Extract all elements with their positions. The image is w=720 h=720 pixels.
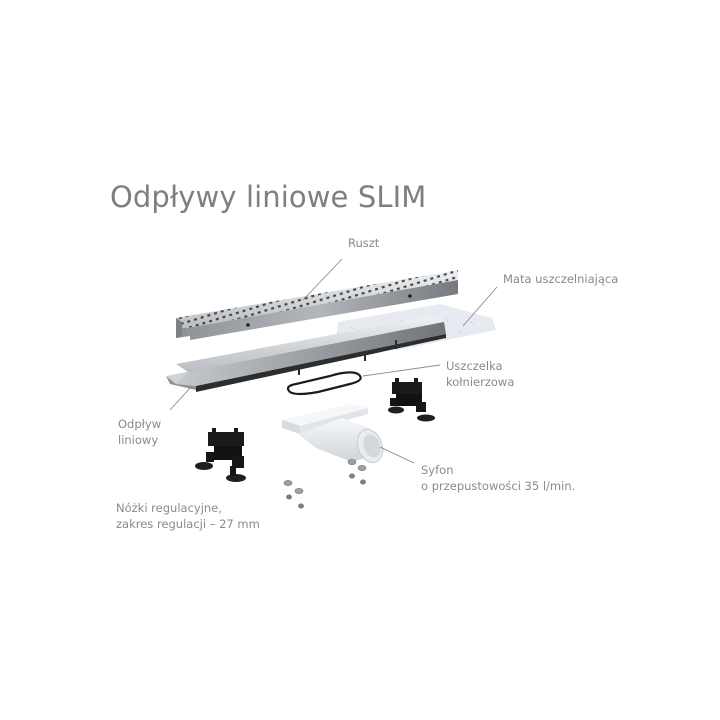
label-siphon: Syfon o przepustowości 35 l/min.: [421, 463, 576, 493]
leader-odplyw: [169, 387, 191, 411]
grate: [176, 270, 458, 340]
label-sealing-mat: Mata uszczelniająca: [503, 272, 619, 286]
leader-ruszt: [302, 258, 343, 301]
flange-gasket: [286, 371, 362, 396]
leader-uszczelka: [362, 364, 441, 377]
siphon: [282, 404, 384, 463]
adjustable-feet-right: [388, 378, 435, 422]
leader-syfon: [379, 446, 415, 464]
adjustable-feet-left: [195, 428, 246, 482]
label-adjustable-feet: Nóżki regulacyjne, zakres regulacji – 27…: [116, 501, 260, 531]
label-linear-drain: Odpływ liniowy: [118, 417, 162, 447]
leader-mata: [462, 286, 498, 327]
fixing-washers: [283, 459, 367, 509]
linear-drain-channel: [166, 316, 446, 392]
leader-lines: [169, 258, 498, 464]
label-flange-gasket: Uszczelka kołnierzowa: [446, 359, 515, 389]
page-title: Odpływy liniowe SLIM: [110, 180, 427, 214]
label-grate: Ruszt: [348, 236, 380, 250]
